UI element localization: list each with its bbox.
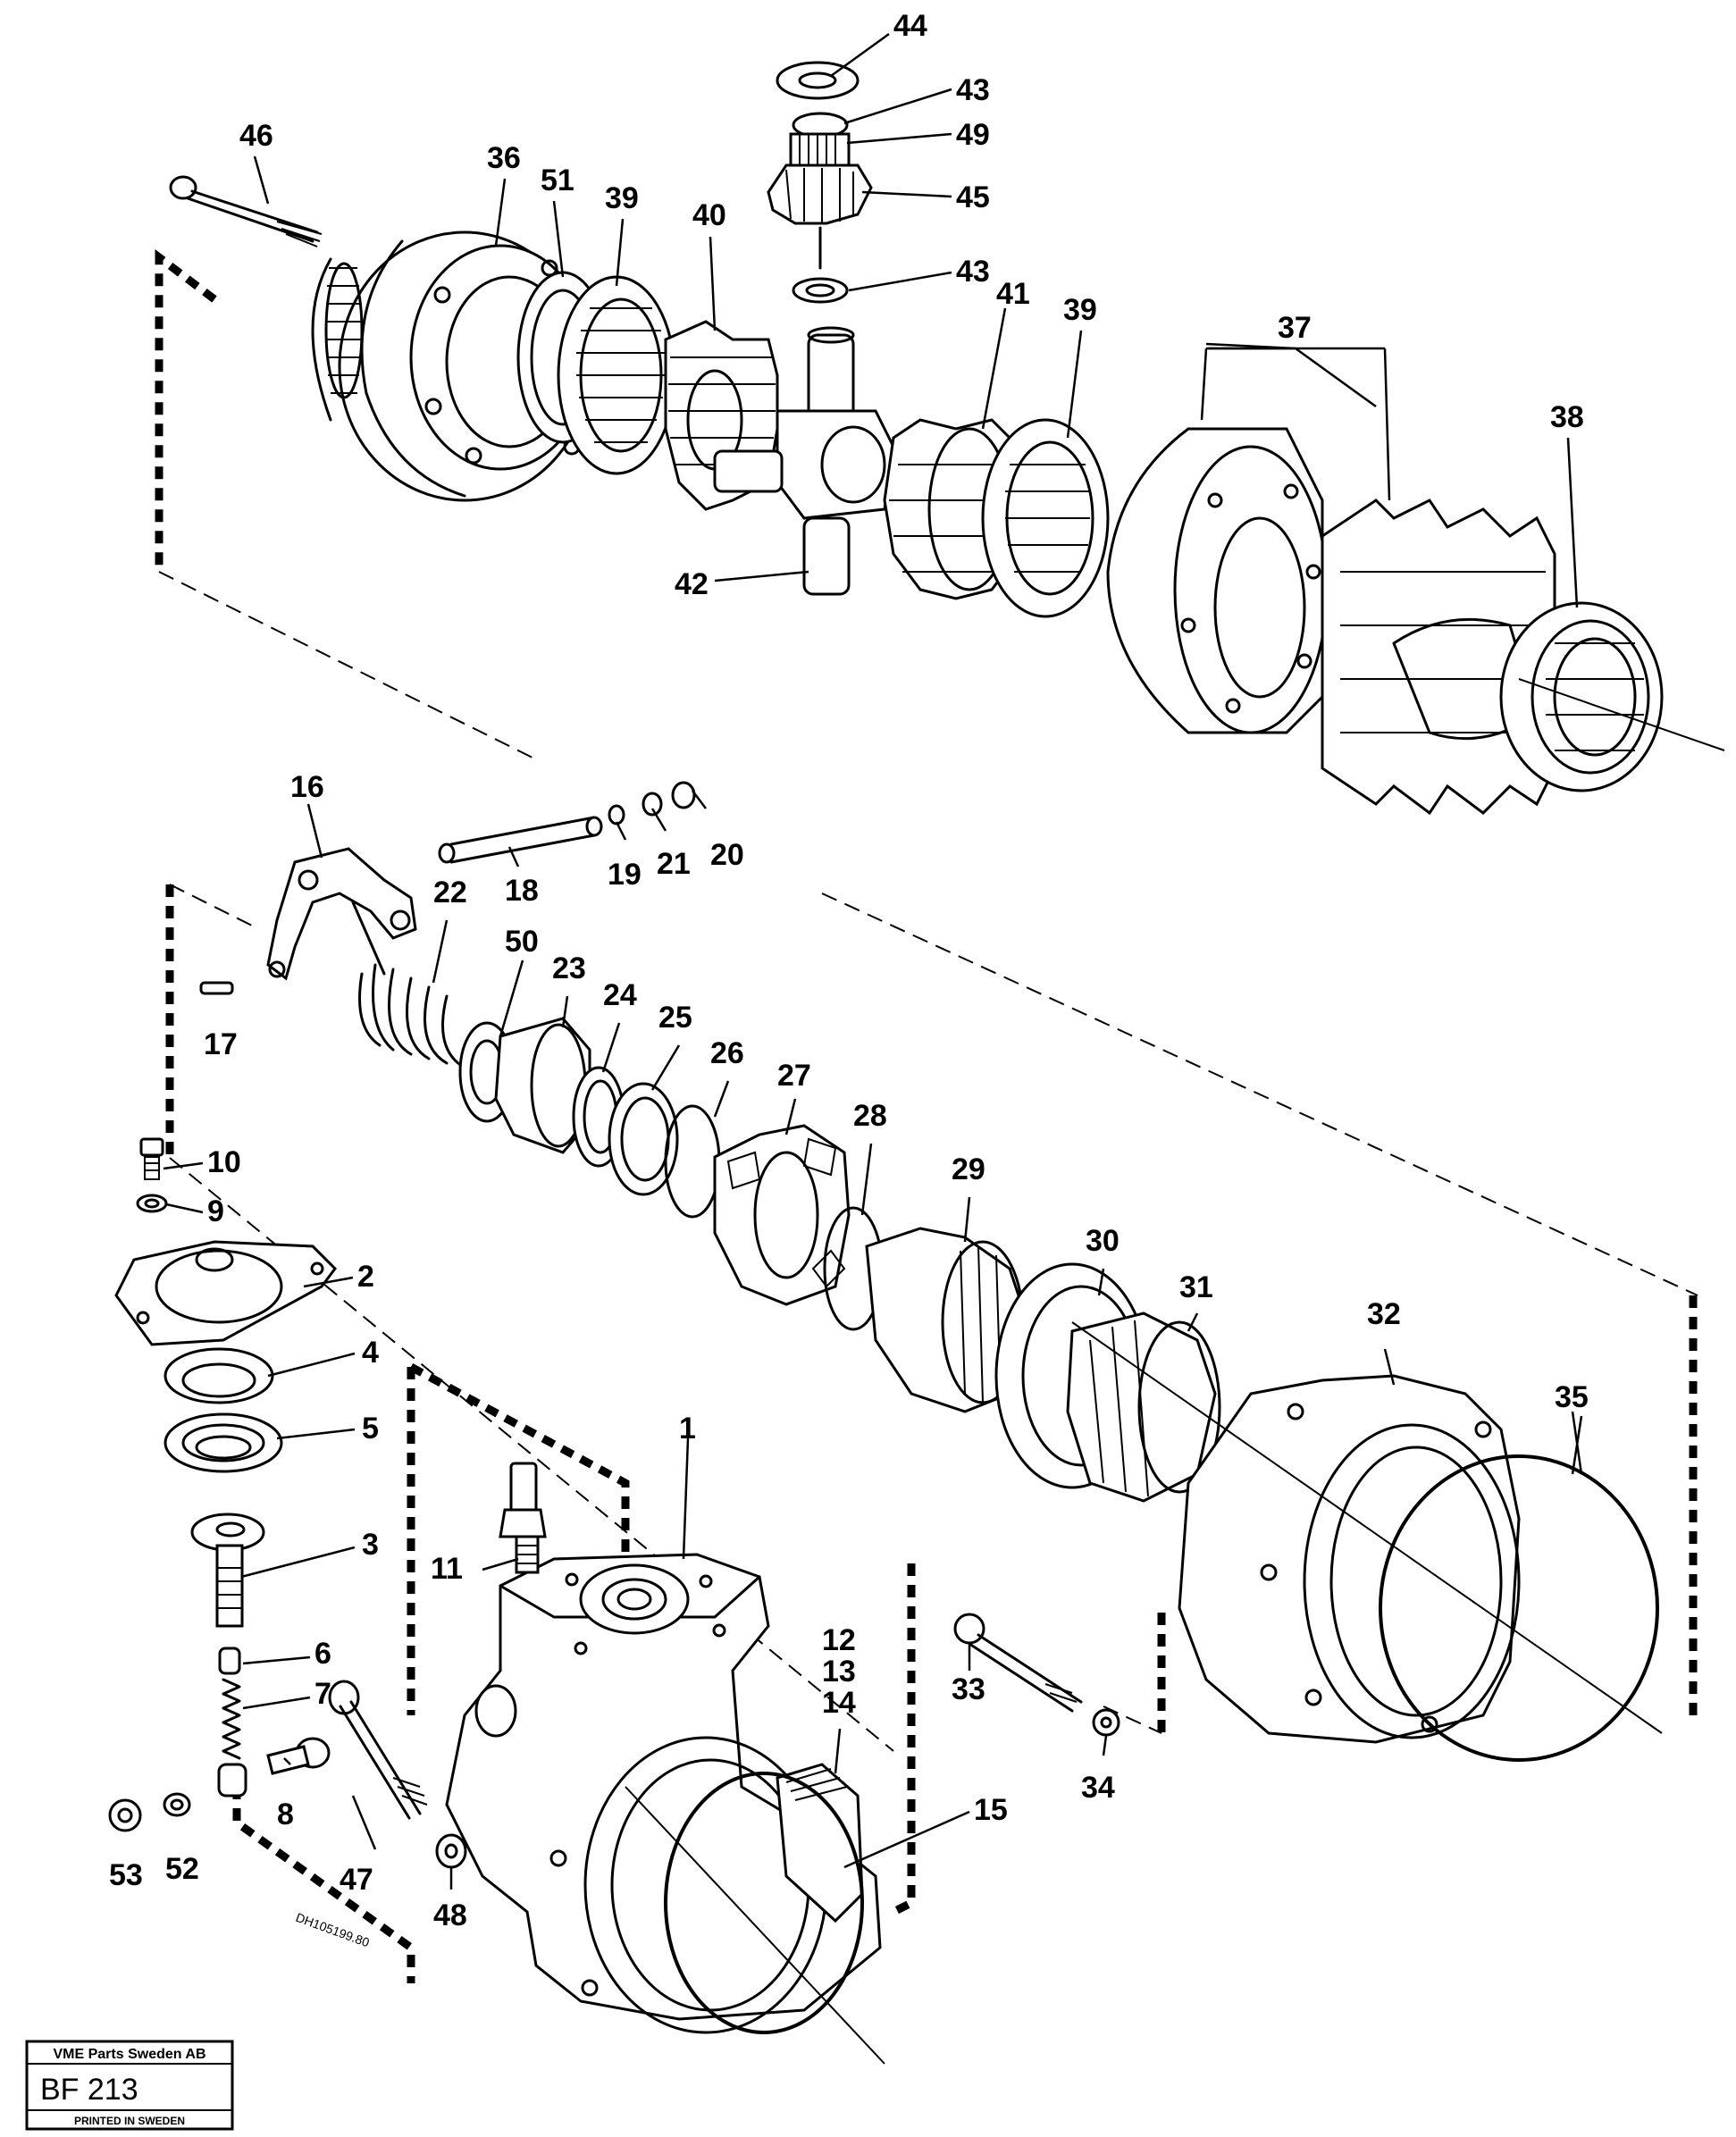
label-25: 25 <box>658 1001 692 1035</box>
title-stamp: VME Parts Sweden AB BF 213 PRINTED IN SW… <box>25 2040 234 2131</box>
label-16: 16 <box>290 770 324 804</box>
spring-7 <box>222 1678 241 1760</box>
label-42: 42 <box>675 567 709 601</box>
label-38: 38 <box>1550 400 1584 434</box>
label-49: 49 <box>956 118 990 152</box>
label-34: 34 <box>1081 1771 1115 1805</box>
label-39-right: 39 <box>1063 293 1097 327</box>
nut-53 <box>108 1798 142 1832</box>
label-8: 8 <box>277 1798 294 1831</box>
label-44: 44 <box>893 9 927 43</box>
label-37: 37 <box>1278 311 1312 345</box>
bearing-39-left <box>557 275 676 475</box>
label-27: 27 <box>777 1059 811 1093</box>
label-28: 28 <box>853 1099 887 1133</box>
bolt-33 <box>953 1613 1083 1713</box>
housing-32 <box>1071 1321 1663 1744</box>
axle-housing-1: DH105199.80 <box>294 1553 885 2065</box>
bolt-47 <box>328 1680 428 1820</box>
label-24: 24 <box>603 978 637 1012</box>
label-31: 31 <box>1179 1270 1213 1304</box>
o-ring-35 <box>1379 1454 1659 1762</box>
label-20: 20 <box>710 838 744 872</box>
washer-34 <box>1092 1708 1120 1737</box>
label-36: 36 <box>487 141 521 175</box>
label-43-bottom: 43 <box>956 255 990 289</box>
label-32: 32 <box>1367 1297 1401 1331</box>
label-10: 10 <box>207 1145 241 1179</box>
washer-52 <box>163 1792 191 1817</box>
label-33: 33 <box>952 1672 985 1706</box>
differential-spider-42 <box>713 326 895 596</box>
label-12: 12 <box>822 1623 856 1657</box>
differential-assembly <box>169 61 1725 816</box>
label-11: 11 <box>431 1552 463 1586</box>
label-15: 15 <box>974 1793 1008 1827</box>
shift-fork-16 <box>199 847 417 995</box>
label-39-left: 39 <box>605 181 639 215</box>
label-29: 29 <box>952 1152 985 1186</box>
ball-6 <box>218 1647 241 1675</box>
label-46: 46 <box>239 119 273 153</box>
label-5: 5 <box>362 1412 379 1446</box>
stamp-footer: PRINTED IN SWEDEN <box>74 2115 185 2127</box>
label-17: 17 <box>204 1027 238 1061</box>
label-40: 40 <box>692 198 726 232</box>
label-23: 23 <box>552 951 586 985</box>
shift-shaft-18 <box>438 781 696 864</box>
screw-8 <box>266 1737 331 1775</box>
label-35: 35 <box>1555 1380 1589 1414</box>
label-13: 13 <box>822 1655 856 1689</box>
label-48: 48 <box>433 1898 467 1932</box>
label-50: 50 <box>505 925 539 959</box>
label-7: 7 <box>314 1677 331 1711</box>
stamp-company: VME Parts Sweden AB <box>53 2047 205 2062</box>
label-18: 18 <box>505 874 539 908</box>
seal-5 <box>164 1412 283 1473</box>
label-41: 41 <box>996 277 1030 311</box>
washer-48 <box>435 1833 467 1869</box>
drawing-reference: DH105199.80 <box>294 1910 372 1950</box>
label-9: 9 <box>207 1194 224 1228</box>
label-21: 21 <box>657 847 691 881</box>
sensor-11 <box>499 1462 547 1574</box>
ring-25 <box>608 1082 679 1196</box>
diff-lock-assembly <box>199 781 1663 1762</box>
cover-2 <box>114 1240 337 1346</box>
label-6: 6 <box>314 1637 331 1671</box>
group-boundaries <box>155 248 1698 1983</box>
label-45: 45 <box>956 180 990 214</box>
label-4: 4 <box>362 1336 379 1370</box>
bearing-38 <box>1499 601 1725 792</box>
label-43-top: 43 <box>956 73 990 107</box>
label-2: 2 <box>357 1260 374 1294</box>
stamp-code: BF 213 <box>40 2073 138 2107</box>
label-26: 26 <box>710 1036 744 1070</box>
label-14: 14 <box>822 1686 856 1720</box>
label-19: 19 <box>608 858 642 892</box>
label-53: 53 <box>109 1858 143 1892</box>
leader-lines <box>163 32 1583 1890</box>
bearing-39-right <box>981 418 1110 618</box>
label-47: 47 <box>340 1863 373 1897</box>
sleeve-29 <box>865 1227 1029 1413</box>
spring-22 <box>358 963 466 1069</box>
dog-clutch-27 <box>713 1124 851 1306</box>
plunger-3 <box>190 1513 265 1628</box>
carrier-ring-gear-37 <box>1106 427 1556 816</box>
label-22: 22 <box>433 876 467 909</box>
plunger-assembly <box>108 1137 337 1832</box>
label-51: 51 <box>541 163 574 197</box>
label-3: 3 <box>362 1528 379 1562</box>
part-numbers: 1 2 3 4 5 6 7 8 9 10 11 12 13 14 15 16 1… <box>109 9 1589 1932</box>
label-30: 30 <box>1086 1224 1120 1258</box>
bolt-46 <box>169 175 323 247</box>
seal-4 <box>164 1347 274 1404</box>
pinion-stack <box>767 61 873 304</box>
label-1: 1 <box>679 1412 696 1446</box>
label-52: 52 <box>165 1852 199 1886</box>
